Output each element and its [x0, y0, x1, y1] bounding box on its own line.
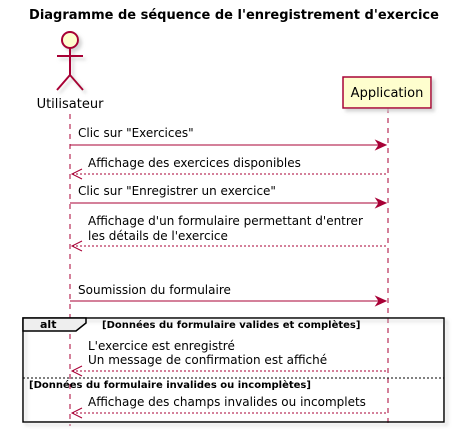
alt-guard-2: [Données du formulaire invalides ou inco…	[29, 379, 311, 391]
arrowhead-right-icon	[374, 295, 388, 307]
actor-icon	[56, 31, 84, 91]
message-5: Soumission du formulaire	[70, 283, 388, 307]
actor-label: Utilisateur	[37, 97, 105, 112]
message-label: Affichage d'un formulaire permettant d'e…	[88, 214, 363, 228]
message-label-line2: Un message de confirmation est affiché	[88, 353, 327, 367]
arrowhead-left-icon	[70, 240, 83, 252]
participant-application: Application	[342, 76, 432, 109]
alt-keyword: alt	[40, 318, 56, 331]
arrowhead-left-icon	[70, 365, 83, 377]
message-1: Clic sur "Exercices"	[70, 126, 388, 151]
diagram-title: Diagramme de séquence de l'enregistremen…	[29, 8, 439, 23]
alt-branch-2-message: Affichage des champs invalides ou incomp…	[70, 395, 388, 419]
participant-label: Application	[351, 86, 424, 101]
message-2: Affichage des exercices disponibles	[70, 156, 388, 180]
arrowhead-right-icon	[374, 139, 388, 151]
arrowhead-right-icon	[374, 197, 388, 209]
message-label: Affichage des champs invalides ou incomp…	[88, 395, 366, 409]
alt-tab	[22, 317, 87, 332]
message-label: Clic sur "Exercices"	[78, 126, 194, 140]
alt-branch-1-message: L'exercice est enregistré Un message de …	[70, 339, 388, 377]
arrowhead-left-icon	[70, 168, 83, 180]
message-label-line2: les détails de l'exercice	[88, 229, 228, 243]
alt-guard-1: [Données du formulaire valides et complè…	[102, 319, 360, 331]
message-label: Soumission du formulaire	[78, 283, 231, 297]
arrowhead-left-icon	[70, 407, 83, 419]
message-label: L'exercice est enregistré	[88, 339, 235, 353]
alt-fragment: alt [Données du formulaire valides et co…	[22, 317, 445, 423]
message-4: Affichage d'un formulaire permettant d'e…	[70, 214, 388, 252]
message-label: Clic sur "Enregistrer un exercice"	[78, 184, 276, 198]
message-label: Affichage des exercices disponibles	[88, 156, 301, 170]
message-3: Clic sur "Enregistrer un exercice"	[70, 184, 388, 209]
